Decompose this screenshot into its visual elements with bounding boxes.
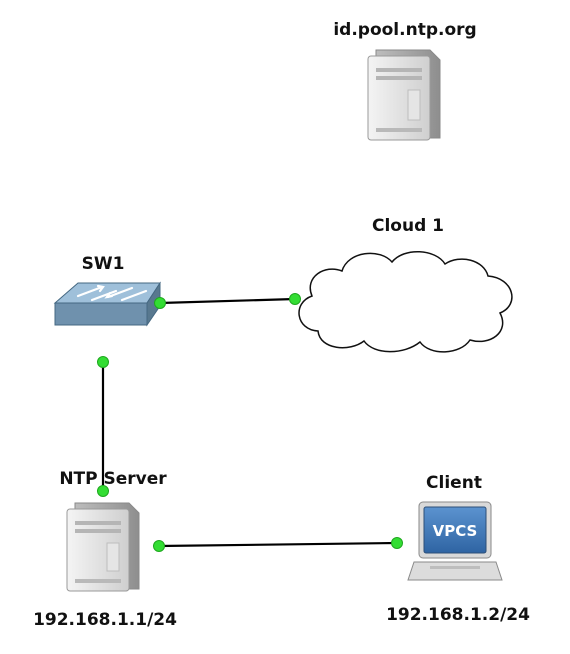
link-ntp-server-client [158, 541, 398, 548]
cloud-icon[interactable] [298, 250, 513, 353]
client-address: 192.168.1.2/24 [386, 605, 530, 625]
vpcs-screen-label: VPCS [433, 522, 478, 540]
port-dot [154, 297, 166, 309]
client-label: Client [426, 473, 482, 493]
pool-server-icon[interactable] [367, 49, 441, 141]
ntp-server-icon[interactable] [66, 502, 140, 592]
switch-label: SW1 [81, 254, 125, 274]
pool-server-label: id.pool.ntp.org [333, 20, 477, 40]
cloud-label: Cloud 1 [371, 216, 445, 236]
port-dot [391, 537, 403, 549]
port-dot [97, 356, 109, 368]
ntp-server-address: 192.168.1.1/24 [33, 610, 177, 630]
port-dot [97, 485, 109, 497]
ntp-server-label: NTP Server [59, 469, 167, 489]
port-dot [153, 540, 165, 552]
link-sw1-cloud1 [159, 297, 296, 305]
port-dot [289, 293, 301, 305]
vpcs-terminal-icon[interactable]: VPCS [407, 501, 503, 581]
switch-icon[interactable] [53, 281, 161, 327]
